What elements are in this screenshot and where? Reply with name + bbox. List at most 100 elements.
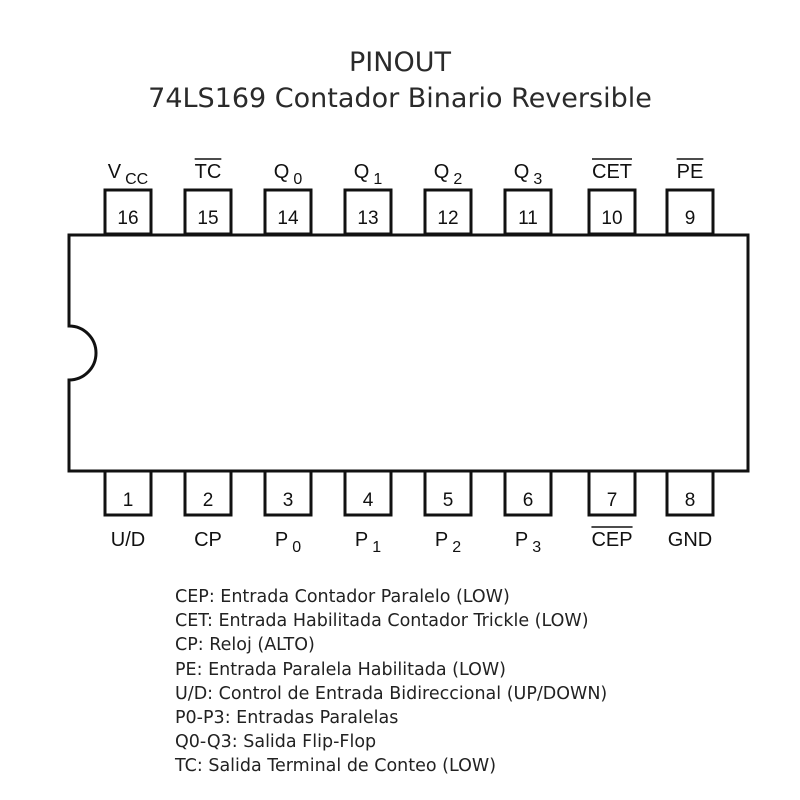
pin-label-subscript: 0 — [293, 171, 302, 188]
pin-label: U/D — [111, 529, 145, 551]
pin-label-text: PE — [677, 161, 704, 183]
pin-number: 6 — [523, 490, 534, 511]
bottom-pin-1: 1U/D — [103, 469, 153, 551]
pin-label: PE — [677, 161, 704, 183]
pin-label-subscript: 2 — [453, 171, 462, 188]
pin-number: 14 — [277, 208, 299, 229]
pin-number: 3 — [283, 490, 294, 511]
pin-box — [665, 188, 715, 236]
pin-box — [423, 469, 473, 517]
pin-label: CET — [592, 161, 632, 183]
legend-item: TC: Salida Terminal de Conteo (LOW) — [175, 756, 497, 777]
pin-number: 1 — [123, 490, 134, 511]
diagram-subtitle: 74LS169 Contador Binario Reversible — [148, 83, 652, 114]
pin-box — [503, 188, 553, 236]
pin-number: 13 — [357, 208, 378, 229]
pin-box — [343, 188, 393, 236]
legend-item: CET: Entrada Habilitada Contador Trickle… — [175, 611, 589, 632]
legend-item: U/D: Control de Entrada Bidireccional (U… — [175, 683, 608, 704]
pin-box — [183, 188, 233, 236]
pin-box — [263, 188, 313, 236]
legend-item: CP: Reloj (ALTO) — [175, 635, 315, 656]
pin-label-text: U/D — [111, 529, 145, 551]
pin-number: 4 — [363, 490, 374, 511]
pin-number: 12 — [437, 208, 458, 229]
pin-number: 5 — [443, 490, 454, 511]
legend-item: Q0-Q3: Salida Flip-Flop — [175, 732, 377, 753]
pin-label: TC — [195, 161, 222, 183]
bottom-pin-2: 2CP — [183, 469, 233, 551]
top-pin-9: 9 PE — [665, 158, 715, 236]
pin-box — [343, 469, 393, 517]
pin-number: 16 — [117, 208, 138, 229]
pin-number: 15 — [197, 208, 218, 229]
pin-label-text: P — [515, 529, 528, 551]
top-pin-10: 10 CET — [587, 158, 637, 236]
pin-label-subscript: 1 — [373, 171, 382, 188]
pin-label-subscript: 0 — [292, 539, 301, 556]
pin-label-text: CP — [194, 529, 222, 551]
pin-label-subscript: CC — [125, 171, 148, 188]
ic-body — [67, 233, 750, 473]
pin-label-text: CEP — [591, 529, 632, 551]
pin-number: 11 — [518, 208, 538, 229]
pin-label-subscript: 2 — [452, 539, 461, 556]
pin-label-text: V — [108, 161, 122, 183]
diagram-title: PINOUT — [349, 47, 451, 78]
pin-label-text: P — [275, 529, 288, 551]
legend-item: PE: Entrada Paralela Habilitada (LOW) — [175, 659, 506, 680]
pin-box — [183, 469, 233, 517]
legend-item: P0-P3: Entradas Paralelas — [175, 708, 399, 729]
pin-number: 7 — [607, 490, 618, 511]
pin-label-text: Q — [514, 161, 530, 183]
pin-number: 9 — [685, 208, 696, 229]
pin-label: GND — [668, 529, 712, 551]
pin-label: CP — [194, 529, 222, 551]
pin-label-text: GND — [668, 529, 712, 551]
pin-label-text: P — [435, 529, 448, 551]
pin-label-text: Q — [434, 161, 450, 183]
pin-box — [103, 469, 153, 517]
pin-number: 10 — [601, 208, 622, 229]
pin-box — [587, 469, 637, 517]
pin-number: 2 — [203, 490, 214, 511]
pin-label: CEP — [591, 529, 632, 551]
pin-number: 8 — [685, 490, 696, 511]
pin-label-subscript: 1 — [372, 539, 381, 556]
pin-box — [423, 188, 473, 236]
top-pin-15: 15 TC — [183, 158, 233, 236]
pin-label-text: Q — [354, 161, 370, 183]
pin-box — [665, 469, 715, 517]
legend-item: CEP: Entrada Contador Paralelo (LOW) — [175, 587, 510, 607]
pin-box — [263, 469, 313, 517]
pin-box — [103, 188, 153, 236]
pin-legend: CEP: Entrada Contador Paralelo (LOW) CET:… — [175, 585, 607, 779]
pin-label-text: CET — [592, 161, 632, 183]
pin-label-text: Q — [274, 161, 290, 183]
pin-label-text: TC — [195, 161, 222, 183]
pin-label-text: P — [355, 529, 368, 551]
